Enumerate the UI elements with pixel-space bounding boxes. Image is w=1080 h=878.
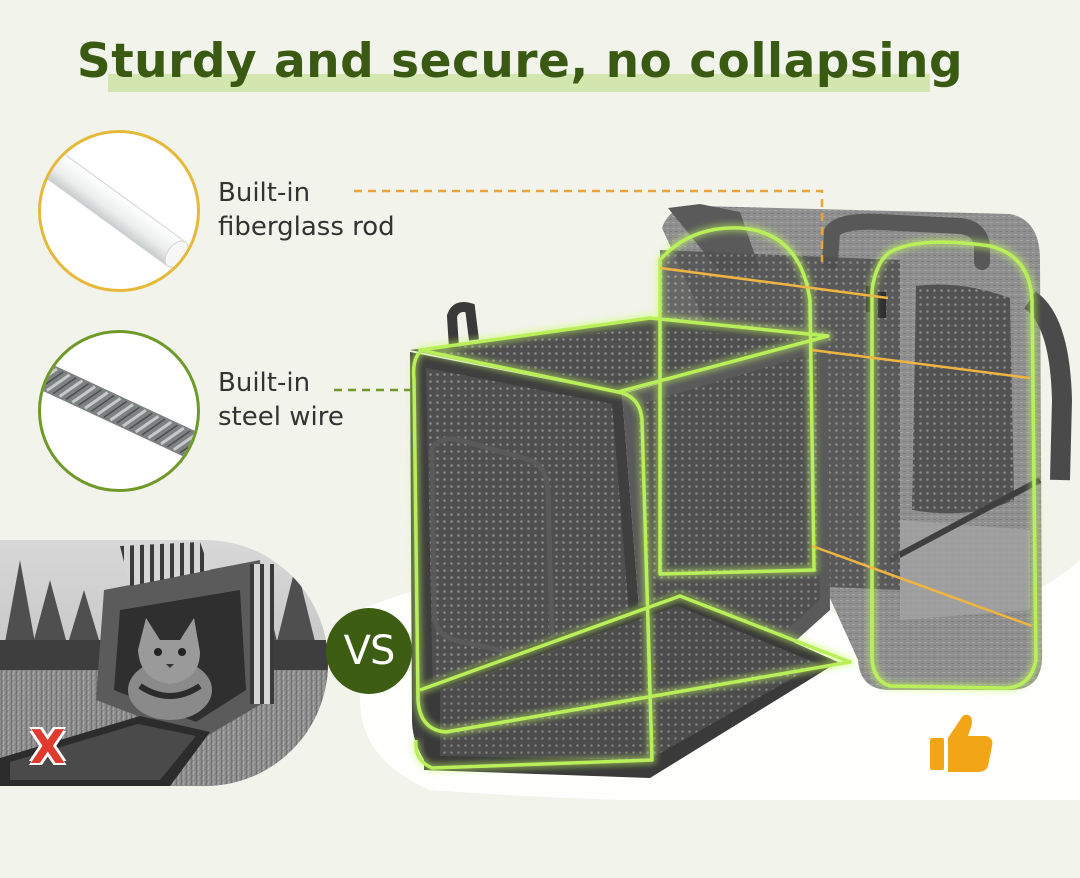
bad-mark-icon: X (30, 720, 66, 774)
cat-figure (128, 618, 212, 720)
steel-wire-icon (38, 330, 200, 492)
collapsed-carrier-scene (0, 540, 328, 786)
expanded-compartment (410, 302, 838, 778)
steel-callout-line1: Built-in (218, 368, 311, 398)
steel-callout-line2: steel wire (218, 402, 344, 432)
collapsed-carrier-photo (0, 540, 328, 786)
fiberglass-rod-icon (38, 130, 200, 292)
vs-label: VS (343, 628, 396, 674)
page-title: Sturdy and secure, no collapsing (76, 34, 964, 89)
callout-leaders (334, 189, 824, 392)
frame-outlines (409, 223, 1041, 773)
steel-callout-label: Built-in steel wire (218, 366, 344, 434)
fiberglass-callout-line1: Built-in (218, 178, 311, 208)
steel-wire-image (41, 360, 197, 463)
title-highlight (108, 74, 930, 92)
fiberglass-callout-label: Built-in fiberglass rod (218, 176, 395, 244)
fiberglass-callout-line2: fiberglass rod (218, 212, 395, 242)
thumbs-up-icon (930, 714, 993, 772)
fiberglass-rod-image (41, 143, 189, 268)
vs-badge: VS (326, 608, 412, 694)
